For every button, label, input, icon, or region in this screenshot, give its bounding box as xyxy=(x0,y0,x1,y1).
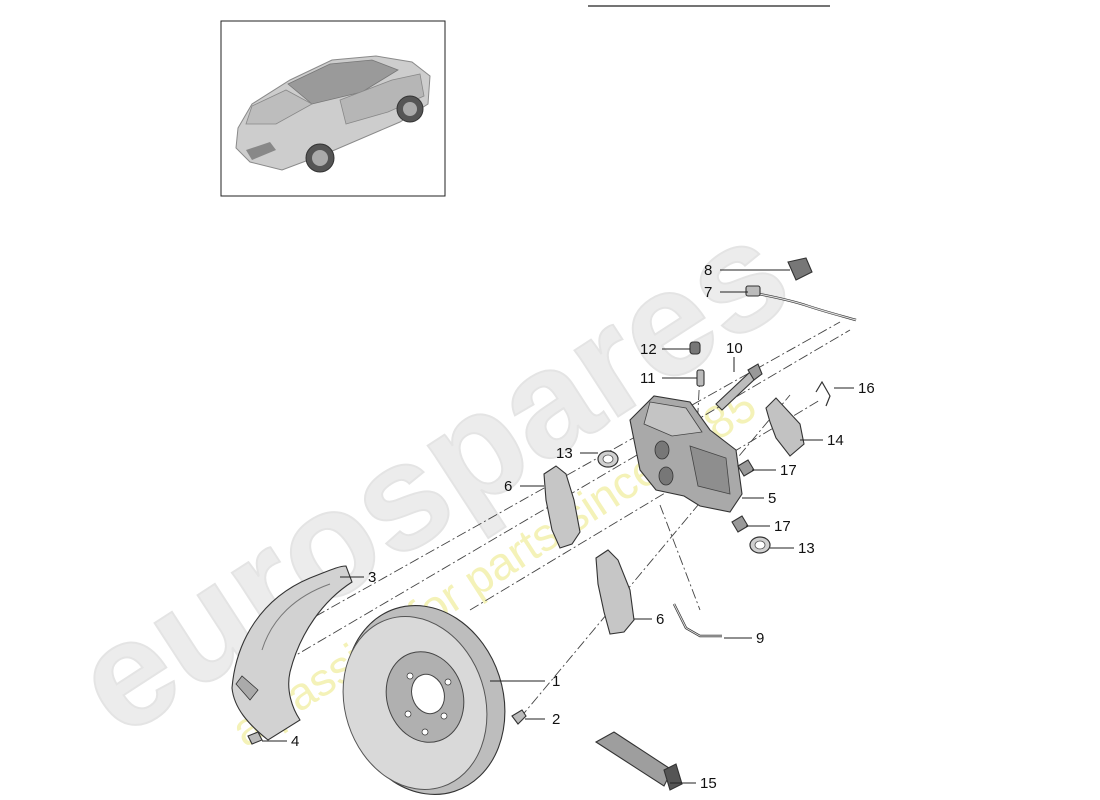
callout-12: 12 xyxy=(640,341,657,358)
callout-6-outer: 6 xyxy=(656,611,664,628)
brake-disc xyxy=(342,605,506,795)
wear-sensor-line xyxy=(745,285,857,322)
callout-14: 14 xyxy=(827,432,844,449)
piston-seal-lower xyxy=(749,536,771,554)
car-illustration xyxy=(235,55,431,173)
disc-screw xyxy=(511,709,527,725)
shield-screw xyxy=(247,731,263,745)
callout-1: 1 xyxy=(552,673,560,690)
bleeder-cap xyxy=(689,341,701,355)
piston-seal-upper xyxy=(597,450,619,468)
callout-2: 2 xyxy=(552,711,560,728)
leader-lines xyxy=(262,269,854,784)
assembly-paste-tube xyxy=(594,731,683,791)
caliper-screw-upper xyxy=(737,459,755,477)
wear-sensor-bracket xyxy=(765,397,805,457)
callouts: 1 2 3 4 5 6 6 7 8 9 10 11 12 13 13 14 15… xyxy=(291,262,875,792)
callout-15: 15 xyxy=(700,775,717,792)
callout-6-inner: 6 xyxy=(504,478,512,495)
brake-caliper xyxy=(629,395,743,513)
sensor-grommet xyxy=(787,257,813,281)
callout-17-upper: 17 xyxy=(780,462,797,479)
callout-5: 5 xyxy=(768,490,776,507)
retaining-clip xyxy=(815,380,831,407)
callout-9: 9 xyxy=(756,630,764,647)
callout-13-lower: 13 xyxy=(798,540,815,557)
caliper-bolt xyxy=(715,363,763,411)
callout-10: 10 xyxy=(726,340,743,357)
callout-8: 8 xyxy=(704,262,712,279)
callout-4: 4 xyxy=(291,733,299,750)
car-thumbnail xyxy=(220,20,446,197)
brake-dust-shield xyxy=(231,565,353,741)
callout-13-upper: 13 xyxy=(556,445,573,462)
caliper-screw-lower xyxy=(731,515,749,533)
callout-3: 3 xyxy=(368,569,376,586)
brake-line xyxy=(672,603,722,638)
bleeder-valve xyxy=(696,369,705,387)
brake-pad-outer xyxy=(595,549,635,635)
brake-pad-inner xyxy=(543,465,581,549)
callout-17-lower: 17 xyxy=(774,518,791,535)
callout-16: 16 xyxy=(858,380,875,397)
callout-11: 11 xyxy=(640,370,656,387)
callout-7: 7 xyxy=(704,284,712,301)
